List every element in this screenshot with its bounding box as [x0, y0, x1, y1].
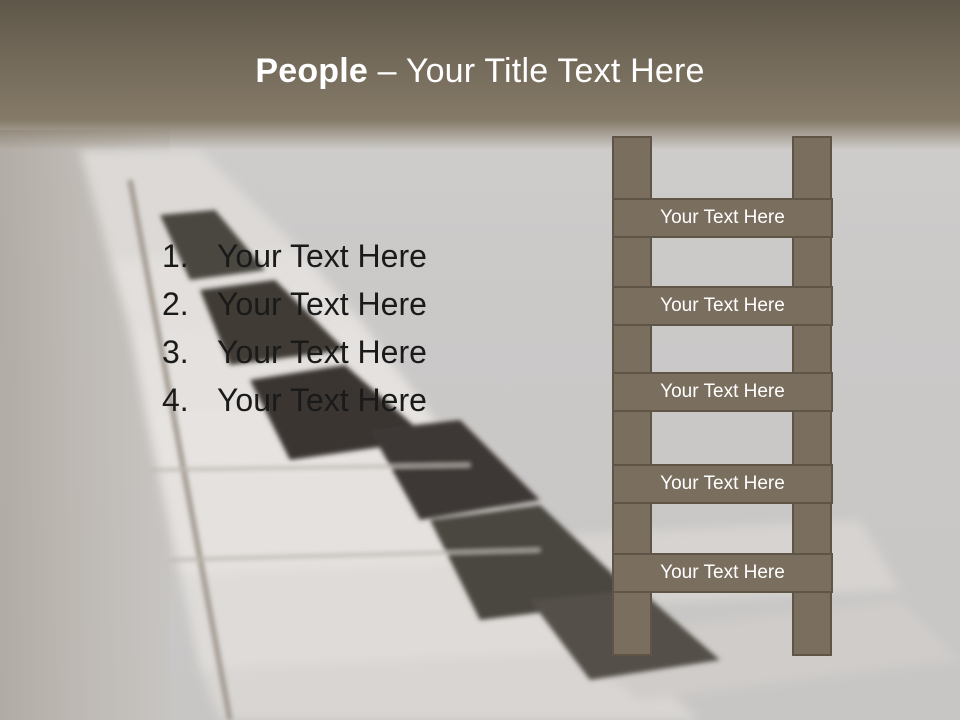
list-item: 1. Your Text Here [162, 232, 582, 280]
list-item: 2. Your Text Here [162, 280, 582, 328]
list-text: Your Text Here [217, 286, 427, 322]
list-text: Your Text Here [217, 334, 427, 370]
numbered-list: 1. Your Text Here 2. Your Text Here 3. Your… [162, 232, 582, 424]
list-number: 3. [162, 334, 189, 370]
ladder-rung-5: Your Text Here [612, 553, 833, 593]
list-number: 1. [162, 238, 189, 274]
list-number: 2. [162, 286, 189, 322]
ladder-rung-1: Your Text Here [612, 198, 833, 238]
list-item: 4. Your Text Here [162, 376, 582, 424]
ladder-rung-2: Your Text Here [612, 286, 833, 326]
title-bold: People [255, 52, 369, 90]
ladder-rung-4: Your Text Here [612, 464, 833, 504]
list-number: 4. [162, 382, 189, 418]
slide-title: People – Your Title Text Here [0, 52, 960, 91]
list-text: Your Text Here [217, 382, 427, 418]
title-rest: – Your Title Text Here [368, 52, 705, 90]
list-item: 3. Your Text Here [162, 328, 582, 376]
list-text: Your Text Here [217, 238, 427, 274]
title-bar [0, 0, 960, 150]
ladder-rung-3: Your Text Here [612, 372, 833, 412]
